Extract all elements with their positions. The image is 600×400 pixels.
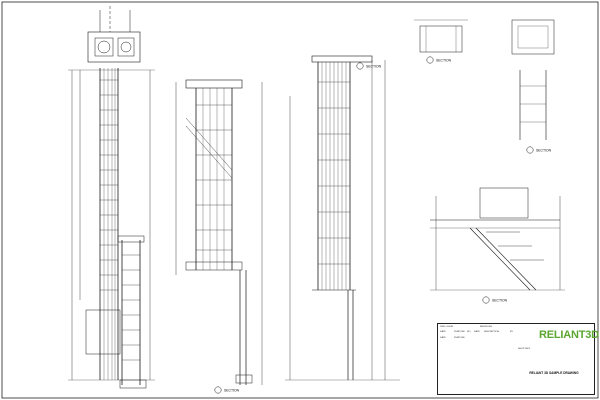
header-description: DESCRIPTION [484, 331, 499, 333]
section-label-top-right: SECTION [436, 59, 452, 63]
section-markers: SECTION SECTION SECTION SECTION SECTION [214, 56, 552, 394]
header-no: NO. [467, 331, 471, 333]
header-dwg-issue: DWG. ISSUE [440, 326, 454, 328]
section-label-right-low: SECTION [492, 299, 508, 303]
section-label-right-mid: SECTION [536, 149, 552, 153]
drawing-title: RELIANT 3D SAMPLE DRAWING [529, 371, 579, 375]
title-block: RELIANT3D RELIANT 3D SAMPLE DRAWING DWG.… [437, 323, 599, 395]
header-date: DATE [440, 331, 446, 333]
header-shop-drawing: SHOP DR'G [518, 348, 531, 350]
ladder-elevation-mid-left [175, 79, 263, 385]
header-rev-date: DATE [474, 331, 480, 333]
company-logo: RELIANT3D [531, 325, 599, 345]
ladder-elevation-left [68, 6, 155, 389]
section-label-top-mid: SECTION [366, 65, 382, 69]
issue-date: DATE [440, 337, 446, 339]
ladder-rungs-center [318, 81, 350, 265]
section-plan-top-right [414, 19, 555, 140]
ladder-rungs-mid-left [196, 104, 232, 251]
ladder-rungs-left [100, 79, 140, 361]
logo-mark-icon [531, 331, 539, 339]
section-detail-right [430, 187, 565, 291]
header-purpose: PURPOSE [454, 331, 465, 333]
section-label-bottom-mid: SECTION [224, 389, 240, 393]
issue-purpose: PURPOSE [454, 337, 465, 339]
header-revisions: REVISIONS [480, 326, 492, 328]
logo-text: RELIANT3D [539, 329, 599, 341]
ladder-elevation-center [285, 55, 400, 381]
header-by: BY [510, 331, 513, 333]
